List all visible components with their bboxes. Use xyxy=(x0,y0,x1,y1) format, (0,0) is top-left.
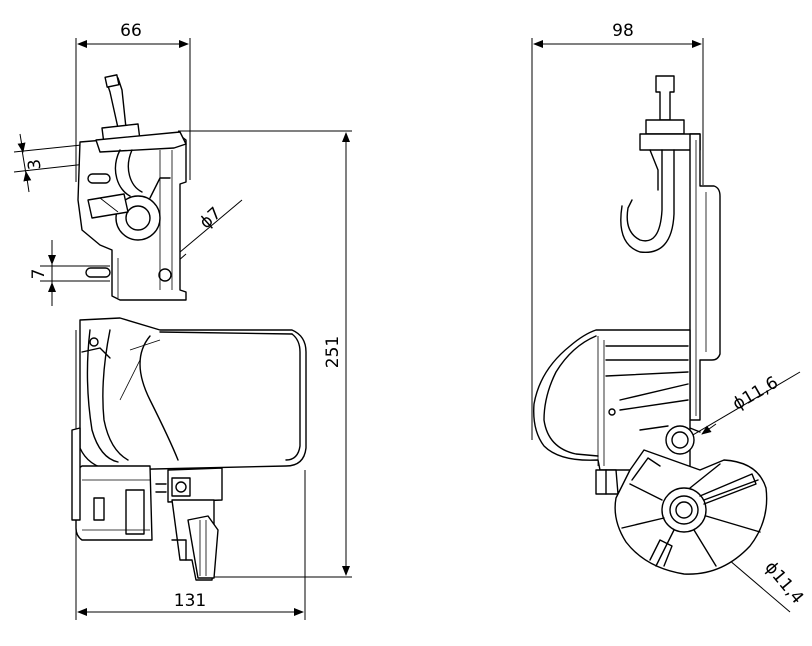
side-hook-bolt xyxy=(655,75,675,121)
dim-phi7-label: ϕ7 xyxy=(196,203,226,233)
dim-phi11-4-label: ϕ11,4 xyxy=(760,558,807,608)
dim-phi11-6-label: ϕ11,6 xyxy=(729,373,782,415)
side-plate xyxy=(689,133,721,421)
dim-66-label: 66 xyxy=(120,21,142,41)
side-motor-housing xyxy=(533,329,691,471)
front-view: 66 131 251 3 7 ϕ7 xyxy=(13,21,352,620)
dim-98-label: 98 xyxy=(612,21,634,41)
motor-housing xyxy=(79,317,307,471)
dim-131-label: 131 xyxy=(174,591,206,611)
dim-251-label: 251 xyxy=(323,336,343,368)
side-view: 98 ϕ11,6 ϕ11,4 xyxy=(531,21,807,613)
dim-3-label: 3 xyxy=(25,158,46,171)
dim-7-label: 7 xyxy=(29,269,49,280)
